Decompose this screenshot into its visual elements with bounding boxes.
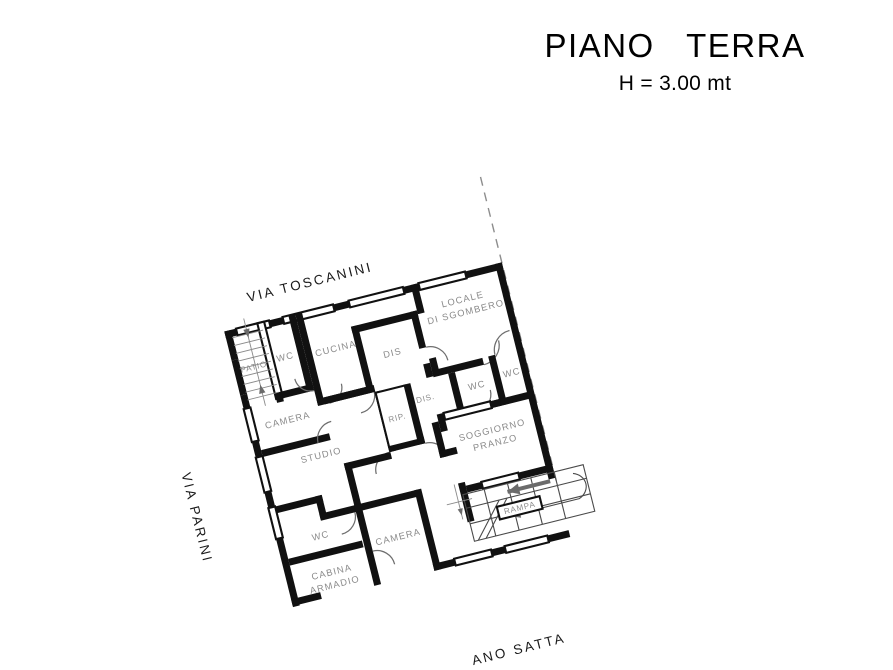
room-label-cucina: CUCINA xyxy=(314,339,357,359)
room-label-wc-bottom-left: WC xyxy=(311,529,331,543)
room-label-wc-top-left: WC xyxy=(275,350,295,364)
exterior-wall-east xyxy=(495,262,556,480)
door-swing-camera-bottom xyxy=(372,549,396,565)
street-label-parini-text: VIA PARINI xyxy=(178,471,215,565)
title-block: PIANO TERRA H = 3.00 mt xyxy=(480,27,870,96)
door-swing-dis-upper-east xyxy=(425,346,449,361)
exterior-wall-west xyxy=(224,329,322,608)
street-label-satta-text: ANO SATTA xyxy=(470,630,567,668)
room-wc-top-left: WC xyxy=(275,313,315,399)
room-label-studio: STUDIO xyxy=(300,445,343,465)
property-boundary-line xyxy=(479,176,559,486)
room-rip: RIP. xyxy=(374,384,420,449)
room-label-rip: RIP. xyxy=(388,411,408,424)
exterior-wall-south xyxy=(432,530,571,571)
ramp-entry-marker xyxy=(446,484,473,520)
room-label-wc-mid-right: WC xyxy=(467,379,487,393)
room-camera-bottom: CAMERA xyxy=(354,488,442,586)
door-swing-dis-upper-west xyxy=(360,390,376,414)
door-swing-wc-bottom-left xyxy=(341,512,357,535)
room-wc-bottom-left: WC xyxy=(288,512,364,566)
street-label-parini: VIA PARINI xyxy=(178,471,215,565)
building-block: PATIO WC CUCINA DIS xyxy=(224,176,596,608)
room-label-camera-left: CAMERA xyxy=(264,410,311,431)
room-label-camera-bottom: CAMERA xyxy=(374,527,421,548)
room-dis-upper: DIS xyxy=(350,310,449,414)
room-wc-far-right: WC xyxy=(488,329,534,406)
door-swing-wc-far-right xyxy=(493,329,510,355)
area-rampa: RAMPA xyxy=(446,464,596,542)
door-swing-camera-left xyxy=(316,420,332,444)
door-swing-wc-top-left xyxy=(294,378,315,392)
ceiling-height-note: H = 3.00 mt xyxy=(618,72,732,96)
door-swing-locale-sgombero xyxy=(483,340,500,366)
room-label-dis-lower: DIS. xyxy=(415,392,436,405)
room-label-patio: PATIO xyxy=(240,359,268,374)
street-label-satta: ANO SATTA xyxy=(470,630,567,668)
room-label-dis-upper: DIS xyxy=(382,346,403,360)
page-title: PIANO TERRA xyxy=(544,27,806,64)
room-cabina-armadio: CABINA ARMADIO xyxy=(309,562,361,595)
patio-dimension-arrow xyxy=(243,318,266,406)
room-label-wc-far-right: WC xyxy=(502,366,522,380)
